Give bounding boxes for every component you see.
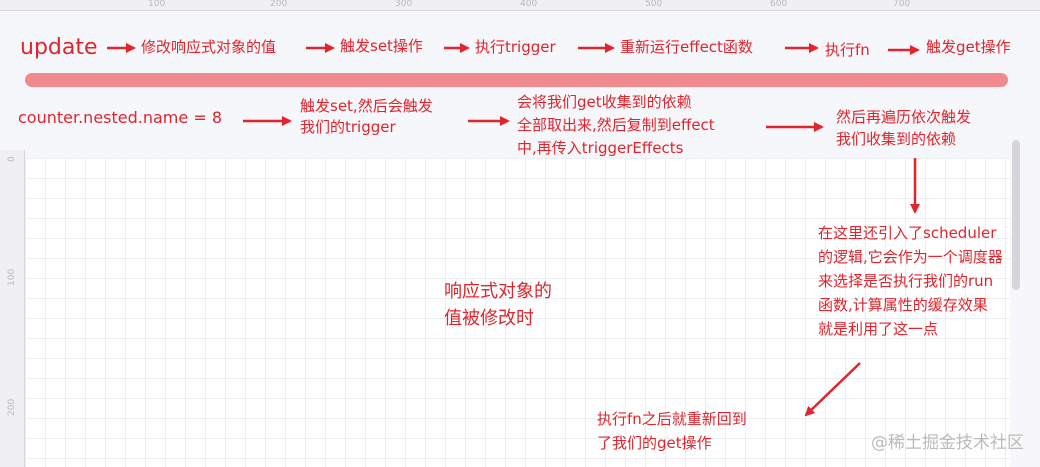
vertical-scrollbar[interactable] — [1012, 140, 1020, 290]
ruler-left: 0 100 200 — [0, 150, 25, 467]
divider-bar — [25, 73, 1008, 87]
ruler-tick: 700 — [893, 0, 911, 9]
scheduler-note-line2: 的逻辑,它会作为一个调度器 — [818, 248, 1003, 266]
back-note-line2: 了我们的get操作 — [597, 434, 712, 452]
flow2-step2-line3: 中,再传入triggerEffects — [517, 139, 684, 157]
flow2-step1-line1: 触发set,然后会触发 — [300, 97, 433, 115]
center-label-line1: 响应式对象的 — [444, 281, 552, 302]
scheduler-note-line1: 在这里还引入了scheduler — [818, 224, 997, 242]
ruler-tick: 600 — [770, 0, 788, 9]
back-note-line1: 执行fn之后就重新回到 — [597, 410, 747, 428]
ruler-top: 100 200 300 400 500 600 700 — [0, 0, 1040, 11]
flow-exec-fn: 执行fn — [825, 41, 870, 59]
flow2-step3-line1: 然后再遍历依次触发 — [836, 108, 972, 126]
flow-trigger-get: 触发get操作 — [926, 38, 1011, 56]
flow-modify-value: 修改响应式对象的值 — [141, 38, 277, 56]
flow2-step2-line2: 全部取出来,然后复制到effect — [517, 116, 715, 134]
flow2-step2-line1: 会将我们get收集到的依赖 — [517, 93, 692, 111]
flow-trigger-set: 触发set操作 — [340, 37, 423, 55]
flow-rerun-effect: 重新运行effect函数 — [620, 38, 753, 56]
flow2-step1-line2: 我们的trigger — [300, 118, 396, 136]
center-label-line2: 值被修改时 — [444, 308, 534, 329]
ruler-tick: 200 — [270, 0, 288, 9]
scheduler-note-line4: 函数,计算属性的缓存效果 — [818, 296, 988, 314]
ruler-tick: 400 — [520, 0, 538, 9]
scheduler-note-line3: 来选择是否执行我们的run — [818, 272, 994, 290]
scheduler-note-line5: 就是利用了这一点 — [818, 320, 939, 338]
ruler-tick: 0 — [7, 156, 17, 162]
ruler-tick: 300 — [395, 0, 413, 9]
canvas-grid — [25, 158, 1010, 467]
flow2-start: counter.nested.name = 8 — [18, 108, 222, 127]
watermark: @稀土掘金技术社区 — [871, 433, 1024, 453]
ruler-tick: 100 — [148, 0, 166, 9]
ruler-tick: 500 — [645, 0, 663, 9]
ruler-tick: 100 — [7, 268, 17, 286]
ruler-tick: 200 — [7, 398, 17, 416]
flow-update: update — [20, 35, 98, 60]
flow2-step3-line2: 我们收集到的依赖 — [836, 130, 957, 148]
flow-exec-trigger: 执行trigger — [475, 38, 556, 56]
